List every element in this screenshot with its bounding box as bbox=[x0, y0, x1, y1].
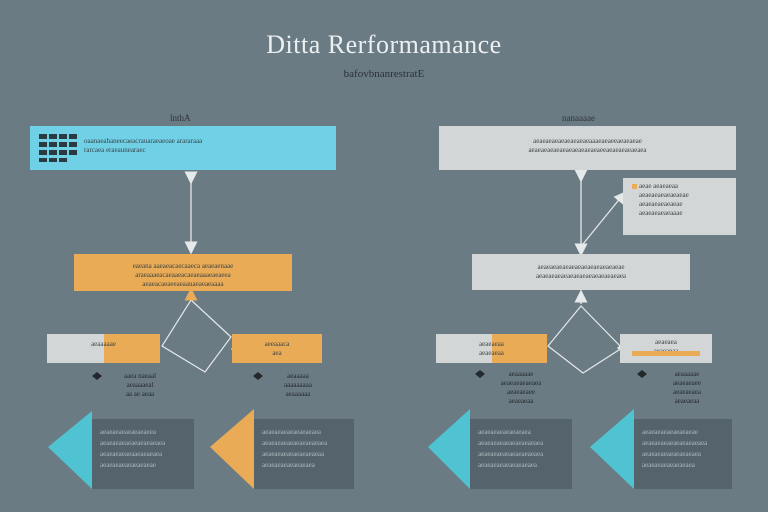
right-card-a-triangle bbox=[428, 409, 470, 489]
right-node-left: aeaeaeaa aeaeaeaa bbox=[436, 334, 547, 363]
left-card-a-text: aeaeaeaeaeaeaeaeea aeaeaeaeaeaeaeaeaeaea… bbox=[100, 428, 166, 469]
left-card-b-text: aeaeaeaeaeaeaeaeaea aeaeaeaeaeaeaeaeaeae… bbox=[262, 428, 328, 469]
left-node-left-text: aeaaaaae bbox=[91, 340, 116, 348]
right-callout-box: aeae aeaeaeaa aeaeaeaeaeaeaeae aeaeaeaea… bbox=[623, 178, 736, 235]
left-sublabel-b: aeaaaaa aaaaaaaaa aeaaaaaa bbox=[284, 372, 312, 398]
left-card-a: aeaeaeaeaeaeaeaeea aeaeaeaeaeaeaeaeaeaea… bbox=[92, 419, 194, 489]
page-subtitle: bafovbnanrestratE bbox=[343, 68, 425, 80]
right-node-right: aeaeaea aeaeaeaa bbox=[620, 334, 712, 363]
right-card-b: aeaeaeaeaeaeaeaeae aeaeaeaeaeaeaeaeaeaea… bbox=[634, 419, 732, 489]
right-diamond bbox=[547, 305, 623, 374]
left-diamond bbox=[161, 299, 232, 373]
diamond-icon bbox=[253, 372, 263, 380]
left-card-b-triangle bbox=[210, 409, 254, 489]
right-node-right-text: aeaeaea aeaeaeaa bbox=[654, 338, 679, 355]
left-node-right: aeeaaaca aea bbox=[232, 334, 322, 363]
left-panel-label: lnthA bbox=[170, 113, 191, 123]
diamond-icon bbox=[475, 370, 485, 378]
left-middle-box-text: eaeana aaeaeacaecaaeca aeaeaenaae araeaa… bbox=[132, 262, 234, 288]
right-sublabel-b: aeaaaaae aeaeaeaee aeaeaeaea aeaeaeaa bbox=[673, 370, 701, 405]
right-callout-text: aeae aeaeaeaa aeaeaeaeaeaeaeae aeaeaeaea… bbox=[639, 182, 689, 217]
diamond-icon bbox=[92, 372, 102, 380]
right-node-left-text: aeaeaeaa aeaeaeaa bbox=[479, 340, 504, 357]
left-node-right-text: aeeaaaca aea bbox=[264, 340, 290, 357]
left-card-a-triangle bbox=[48, 411, 92, 489]
right-middle-box-text: aeaeaeaeaeaeaeaeaeaeaeaeaeae aeaeaeaeaea… bbox=[535, 263, 627, 280]
right-sublabel-a: aeaaaaae aeaeaeaeaeaea aeaeaeaee aeaeaea… bbox=[500, 370, 542, 405]
right-top-box-text: aeaeaeaeaeaeaeaeaeaaaeaeaeeaeaeaeae aeae… bbox=[528, 137, 647, 154]
right-top-box: aeaeaeaeaeaeaeaeaeaaaeaeaeeaeaeaeae aeae… bbox=[439, 126, 736, 170]
right-card-b-text: aeaeaeaeaeaeaeaeae aeaeaeaeaeaeaeaeaeaea… bbox=[642, 428, 708, 469]
right-card-a-text: aeaeaeaeaeaeaeaea aeaeaeaeaeaeaeaeaeaea … bbox=[478, 428, 544, 469]
left-top-box-text: oaanaeahaneecaeacrauaraeaeoae arararaaa … bbox=[84, 137, 203, 154]
right-callout-arrow bbox=[582, 191, 626, 245]
left-sublabel-a: aaea naeaal aeaaaaeal aa ae aeaa bbox=[123, 372, 157, 398]
left-middle-box: eaeana aaeaeacaecaaeca aeaeaenaae araeaa… bbox=[74, 254, 292, 291]
right-node-right-bar bbox=[632, 351, 700, 356]
grid-icon bbox=[39, 134, 77, 162]
left-node-left: aeaaaaae bbox=[47, 334, 160, 363]
right-card-a: aeaeaeaeaeaeaeaea aeaeaeaeaeaeaeaeaeaea … bbox=[470, 419, 572, 489]
right-middle-box: aeaeaeaeaeaeaeaeaeaeaeaeaeae aeaeaeaeaea… bbox=[472, 254, 690, 290]
diamond-icon bbox=[637, 370, 647, 378]
right-panel-label: nanaaaae bbox=[562, 113, 595, 123]
left-top-box: oaanaeahaneecaeacrauaraeaeoae arararaaa … bbox=[30, 126, 336, 170]
left-card-b: aeaeaeaeaeaeaeaeaea aeaeaeaeaeaeaeaeaeae… bbox=[254, 419, 354, 489]
right-card-b-triangle bbox=[590, 409, 634, 489]
orange-dot-icon bbox=[632, 184, 637, 189]
page-title: Ditta Rerformamance bbox=[266, 30, 502, 59]
